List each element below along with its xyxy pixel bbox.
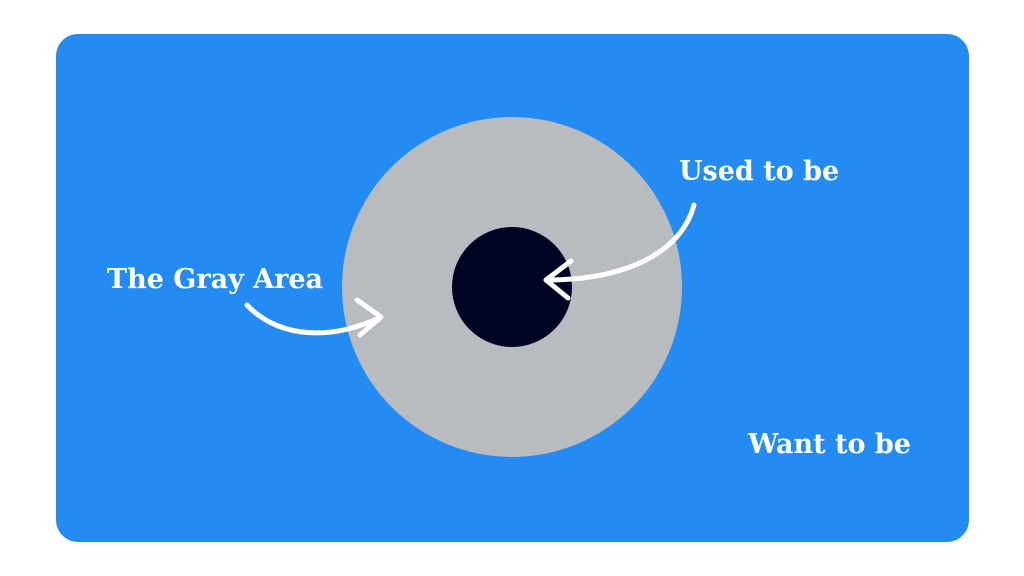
used-to-be-label: Used to be [679, 156, 840, 187]
want-to-be-label: Want to be [748, 429, 911, 460]
curved-arrow-left-icon [543, 202, 697, 301]
curved-arrow-right-icon [244, 297, 384, 338]
gray-area-label: The Gray Area [107, 264, 324, 295]
used-to-be-circle [452, 227, 572, 347]
